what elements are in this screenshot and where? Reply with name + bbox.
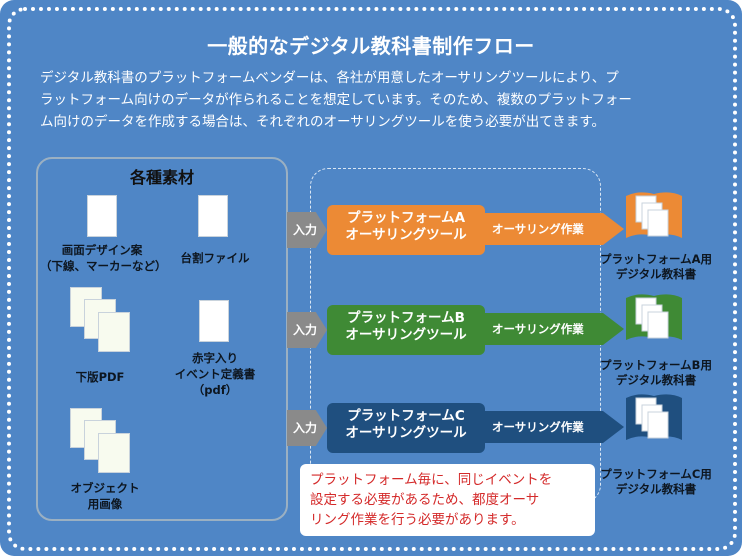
note-line-1: プラットフォーム毎に、同じイベントを: [310, 472, 553, 488]
material-daiwari-label: 台割ファイル: [180, 251, 250, 265]
material-design-label: 画面デザイン案 （下線、マーカーなど）: [40, 242, 167, 274]
intro-line-2: ラットフォーム向けのデータが作られることを想定しています。そのため、複数のプラッ…: [40, 92, 632, 108]
materials-heading: 各種素材: [129, 168, 194, 187]
output-b-label: プラットフォームB用 デジタル教科書: [594, 358, 718, 388]
input-label-c: 入力: [293, 421, 318, 435]
dotted-frame: [7, 7, 737, 551]
diagram-title: 一般的なデジタル教科書制作フロー: [207, 34, 535, 58]
authoring-arrow-c: オーサリング作業: [484, 411, 624, 443]
note-box: プラットフォーム毎に、同じイベントを 設定する必要があるため、都度オーサ リング…: [300, 464, 595, 536]
material-design-line1: 画面デザイン案: [61, 243, 143, 257]
note-line-2: 設定する必要があるため、都度オーサ: [310, 492, 540, 508]
authoring-arrow-a: オーサリング作業: [484, 213, 624, 245]
authoring-arrow-c-label: オーサリング作業: [492, 420, 584, 434]
materials-box: [36, 157, 288, 521]
platform-a-box: プラットフォームA オーサリングツール: [327, 205, 485, 255]
material-event-line3: （pdf）: [192, 383, 238, 397]
authoring-arrow-b-label: オーサリング作業: [492, 322, 584, 336]
note-line-3: リング作業を行う必要があります。: [310, 512, 525, 528]
material-object-line1: オブジェクト: [70, 481, 140, 495]
platform-b-box: プラットフォームB オーサリングツール: [327, 305, 485, 355]
intro-line-3: ム向けのデータを作成する場合は、それぞれのオーサリングツールを使う必要が出てきま…: [40, 114, 605, 130]
intro-line-1: デジタル教科書のプラットフォームベンダーは、各社が用意したオーサリングツールによ…: [40, 70, 619, 86]
output-a-label: プラットフォームA用 デジタル教科書: [594, 252, 718, 282]
input-label-a: 入力: [293, 223, 318, 237]
authoring-arrow-a-label: オーサリング作業: [492, 222, 584, 236]
material-object-label: オブジェクト 用画像: [55, 480, 155, 512]
platform-b-line1: プラットフォームB: [347, 310, 465, 326]
output-a-line1: プラットフォームA用: [599, 252, 713, 266]
platform-c-line1: プラットフォームC: [347, 408, 465, 424]
output-b-line1: プラットフォームB用: [600, 358, 712, 372]
authoring-arrow-b: オーサリング作業: [484, 313, 624, 345]
output-c-label: プラットフォームC用 デジタル教科書: [594, 467, 718, 497]
output-b-line2: デジタル教科書: [615, 373, 697, 387]
intro-text: デジタル教科書のプラットフォームベンダーは、各社が用意したオーサリングツールによ…: [40, 67, 700, 133]
material-pdf-label: 下版PDF: [75, 370, 125, 384]
material-event-line2: イベント定義書: [174, 367, 256, 381]
platform-b-line2: オーサリングツール: [345, 327, 467, 343]
material-event-line1: 赤字入り: [192, 351, 238, 365]
output-c-line1: プラットフォームC用: [600, 467, 712, 481]
input-label-b: 入力: [293, 323, 318, 337]
material-event-label: 赤字入り イベント定義書 （pdf）: [160, 350, 270, 398]
platform-a-line2: オーサリングツール: [345, 227, 467, 243]
platform-c-box: プラットフォームC オーサリングツール: [327, 403, 485, 453]
output-a-line2: デジタル教科書: [615, 267, 697, 281]
platform-a-line1: プラットフォームA: [346, 210, 466, 226]
material-design-line2: （下線、マーカーなど）: [40, 259, 167, 273]
output-c-line2: デジタル教科書: [615, 482, 697, 496]
platform-c-line2: オーサリングツール: [345, 425, 467, 441]
material-object-line2: 用画像: [87, 497, 123, 511]
